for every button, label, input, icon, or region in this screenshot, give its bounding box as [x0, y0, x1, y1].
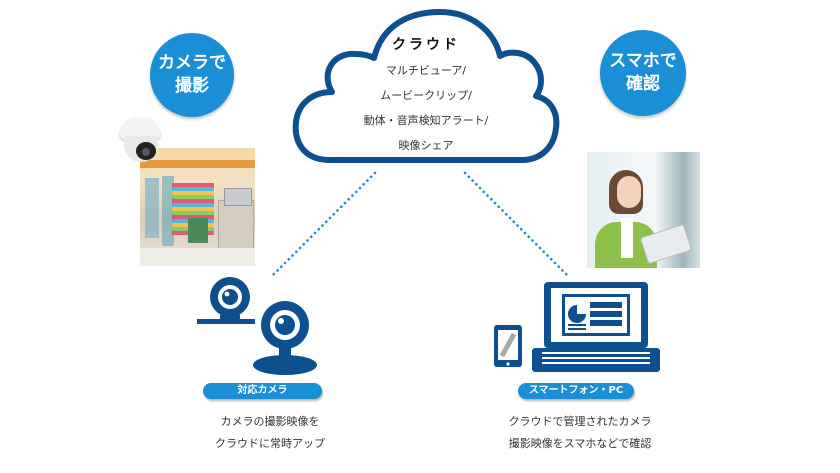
- cloud-feature: 動体・音声検知アラート/: [363, 114, 489, 127]
- camera-caption-line1: カメラの撮影映像を: [220, 415, 320, 428]
- confirm-bubble-line1: スマホで: [609, 51, 677, 71]
- supported-camera-badge: 対応カメラ: [203, 383, 322, 399]
- smartphone-icon: [494, 325, 522, 367]
- cloud-feature: ムービークリップ/: [380, 89, 472, 102]
- capture-bubble: カメラで 撮影: [150, 33, 234, 117]
- device-caption-line2: 撮影映像をスマホなどで確認: [508, 437, 652, 450]
- cloud: クラウド マルチビューア/ ムービークリップ/ 動体・音声検知アラート/ 映像シ…: [290, 0, 560, 170]
- cloud-feature: マルチビューア/: [385, 64, 467, 77]
- device-caption-line1: クラウドで管理されたカメラ: [508, 415, 652, 428]
- connector-right: [463, 171, 569, 277]
- store-photo: [140, 148, 255, 266]
- smartphone-pc-badge: スマートフォン・PC: [518, 383, 634, 399]
- webcam-icons: [197, 277, 317, 375]
- cloud-feature: 映像シェア: [398, 139, 454, 152]
- camera-caption-line2: クラウドに常時アップ: [215, 437, 325, 450]
- confirm-bubble: スマホで 確認: [600, 30, 686, 116]
- cloud-outline-icon: [292, 9, 560, 163]
- device-icons: [494, 282, 660, 372]
- device-caption: クラウドで管理されたカメラ 撮影映像をスマホなどで確認: [480, 411, 680, 455]
- laptop-icon: [532, 282, 660, 372]
- confirm-bubble-line2: 確認: [626, 74, 660, 94]
- camera-caption: カメラの撮影映像を クラウドに常時アップ: [180, 411, 360, 455]
- capture-bubble-line2: 撮影: [175, 76, 209, 96]
- capture-bubble-line1: カメラで: [158, 53, 226, 73]
- connector-left: [271, 171, 377, 277]
- tablet-user-photo: [587, 152, 700, 268]
- dome-camera-icon: [118, 118, 164, 164]
- clip-webcam-icon: [197, 277, 255, 324]
- cloud-title: クラウド: [392, 37, 460, 53]
- desk-webcam-icon: [253, 301, 317, 375]
